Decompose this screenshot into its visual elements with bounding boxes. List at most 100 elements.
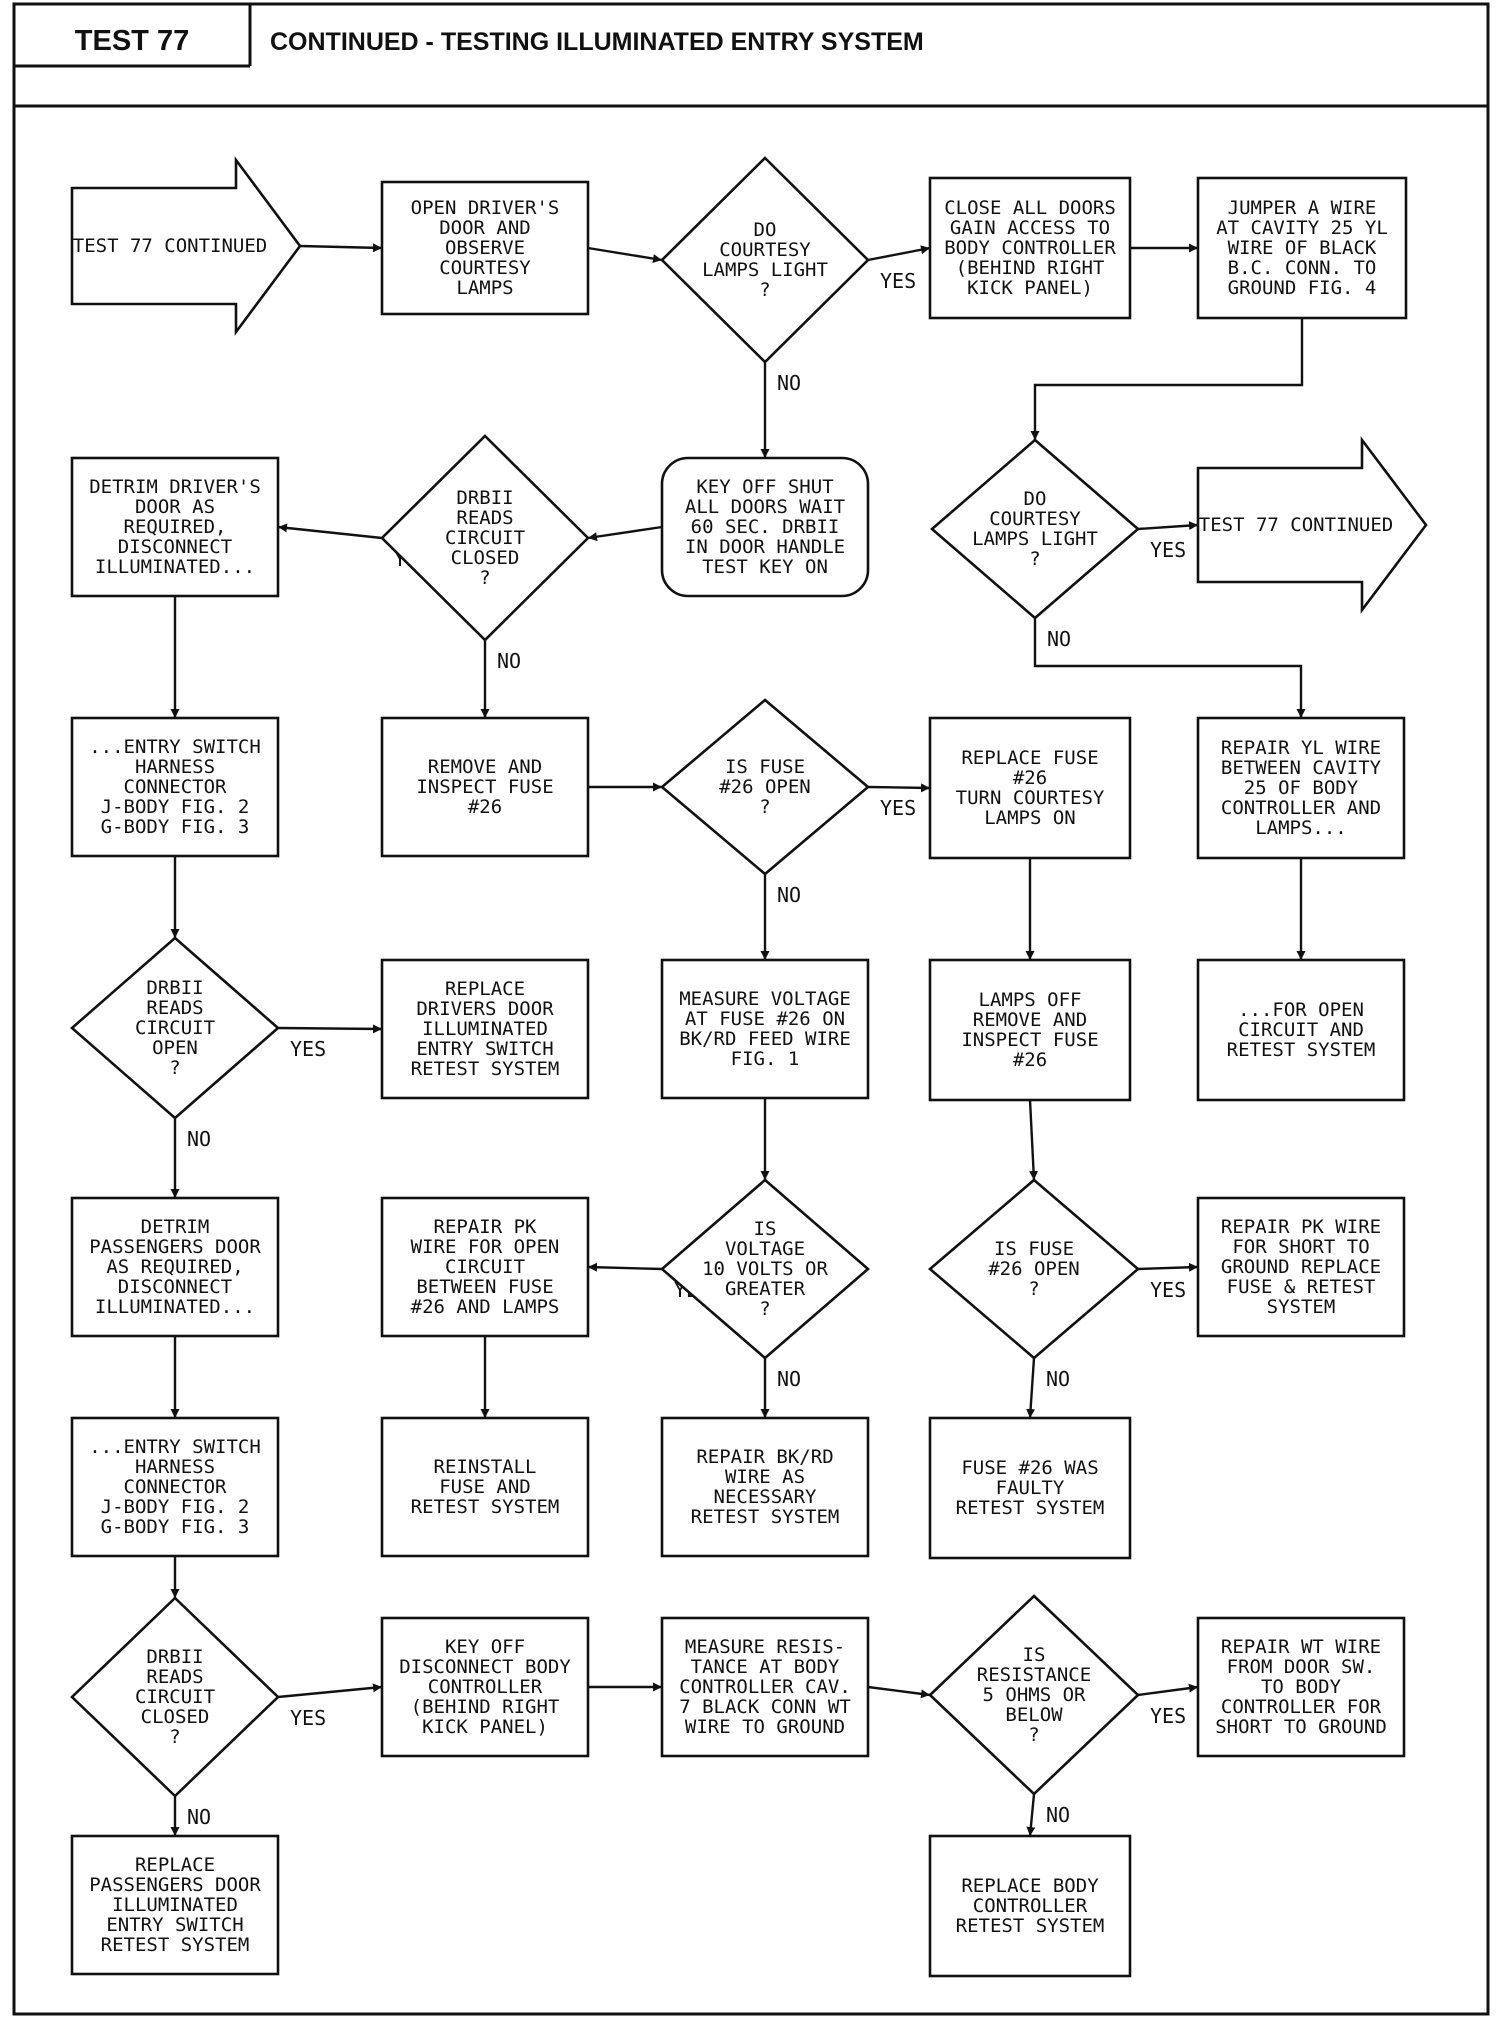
edge-label-no: NO bbox=[1046, 1803, 1070, 1827]
process-box bbox=[1196, 1196, 1406, 1338]
rounded-step-box bbox=[660, 456, 870, 598]
edge-label-yes: YES bbox=[880, 269, 916, 293]
node-label-line: DRIVERS DOOR bbox=[416, 998, 554, 1020]
edge-jumper-to-d-lamps-2 bbox=[1030, 318, 1304, 440]
edge-d-drbii-closed-2-to-replace-passenger-switch: NO bbox=[170, 1796, 211, 1836]
node-label-line: BODY CONTROLLER bbox=[944, 237, 1116, 259]
decision-diamond bbox=[660, 1178, 870, 1360]
node-label-line: #26 bbox=[468, 796, 502, 818]
node-label-line: ? bbox=[759, 796, 770, 818]
node-label-line: CONTROLLER bbox=[428, 1676, 543, 1698]
node-label-line: LAMPS... bbox=[1255, 817, 1347, 839]
node-label-line: TURN COURTESY bbox=[956, 787, 1105, 809]
node-label-line: CIRCUIT bbox=[135, 1686, 215, 1708]
node-label-line: BETWEEN CAVITY bbox=[1221, 757, 1382, 779]
edge-d-fuse-open-1-to-measure-voltage: NO bbox=[760, 874, 801, 960]
node-label-line: FROM DOOR SW. bbox=[1227, 1656, 1376, 1678]
decision-diamond bbox=[70, 936, 280, 1120]
node-label-line: FUSE AND bbox=[439, 1476, 531, 1498]
node-label-line: GROUND REPLACE bbox=[1221, 1256, 1381, 1278]
node-label-line: GAIN ACCESS TO bbox=[950, 217, 1110, 239]
node-label-line: LAMPS bbox=[456, 277, 513, 299]
node-label-line: OBSERVE bbox=[445, 237, 525, 259]
connector-arrow bbox=[1137, 1262, 1199, 1272]
node-label-line: CONTROLLER CAV. bbox=[679, 1676, 851, 1698]
connector-arrow bbox=[587, 525, 663, 542]
node-label-line: WIRE OF BLACK bbox=[1228, 237, 1377, 259]
node-label-line: MEASURE VOLTAGE bbox=[679, 988, 851, 1010]
continuation-arrow bbox=[70, 156, 302, 336]
connector-arrow bbox=[1030, 318, 1304, 440]
node-label-line: ILLUMINATED... bbox=[95, 1296, 255, 1318]
node-label-line: ? bbox=[1028, 1278, 1039, 1300]
edge-d-lamps-1-to-close-doors: YES bbox=[867, 245, 931, 293]
connector-arrow bbox=[1026, 1357, 1036, 1419]
node-label-line: ALL DOORS WAIT bbox=[685, 496, 845, 518]
node-label: TEST 77 CONTINUED bbox=[1199, 514, 1393, 536]
connector-arrow bbox=[867, 245, 931, 262]
node-label-line: AT CAVITY 25 YL bbox=[1216, 217, 1388, 239]
node-label-line: INSPECT FUSE bbox=[416, 776, 553, 798]
node-label-line: SHORT TO GROUND bbox=[1215, 1716, 1387, 1738]
process-box bbox=[928, 176, 1132, 320]
connector-arrow bbox=[867, 783, 931, 793]
node-label-line: REINSTALL bbox=[434, 1456, 537, 1478]
decision-diamond bbox=[70, 1596, 280, 1798]
node-label-line: ? bbox=[1028, 1724, 1039, 1746]
node-label-line: J-BODY FIG. 2 bbox=[101, 796, 250, 818]
node-label-line: HARNESS bbox=[135, 756, 215, 778]
node-label-line: 25 OF BODY bbox=[1244, 777, 1359, 799]
node-label-line: REPLACE bbox=[135, 1854, 215, 1876]
node-label-line: NECESSARY bbox=[714, 1486, 818, 1508]
node-label-line: BK/RD FEED WIRE bbox=[679, 1028, 851, 1050]
process-box bbox=[380, 716, 590, 858]
node-label-line: DETRIM DRIVER'S bbox=[89, 476, 261, 498]
edge-lamps-off-to-d-fuse-open-2 bbox=[1028, 1099, 1039, 1181]
edges-layer: YESNOYESNOYESNOYESNOYESNOYESNOYESNOYESNO… bbox=[170, 243, 1306, 1837]
node-label-line: RETEST SYSTEM bbox=[1227, 1039, 1376, 1061]
node-label-line: WIRE TO GROUND bbox=[685, 1716, 845, 1738]
node-label-line: ? bbox=[759, 1298, 770, 1320]
node-label-line: IS bbox=[1023, 1644, 1046, 1666]
edge-label-yes: YES bbox=[1150, 1704, 1186, 1728]
continuation-arrow bbox=[1196, 436, 1428, 614]
connector-arrow bbox=[867, 1685, 931, 1699]
node-label-line: REPAIR PK bbox=[434, 1216, 538, 1238]
edge-open-door-to-d-lamps-1 bbox=[587, 246, 663, 264]
node-label-line: OPEN bbox=[152, 1037, 198, 1059]
connector-arrow bbox=[1137, 521, 1199, 531]
node-label-line: ...ENTRY SWITCH bbox=[89, 736, 261, 758]
edge-label-yes: YES bbox=[1150, 1278, 1186, 1302]
edge-label-no: NO bbox=[1047, 627, 1071, 651]
process-box bbox=[380, 180, 590, 316]
node-label-line: DRBII bbox=[146, 977, 203, 999]
node-label-line: DETRIM bbox=[141, 1216, 210, 1238]
node-label-line: G-BODY FIG. 3 bbox=[101, 816, 250, 838]
node-label-line: RETEST SYSTEM bbox=[956, 1915, 1105, 1937]
edge-d-fuse-open-2-to-repair-pk-short: YES bbox=[1137, 1262, 1199, 1302]
process-box bbox=[380, 958, 590, 1100]
node-label-line: ...FOR OPEN bbox=[1238, 999, 1364, 1021]
process-box bbox=[660, 1616, 870, 1758]
